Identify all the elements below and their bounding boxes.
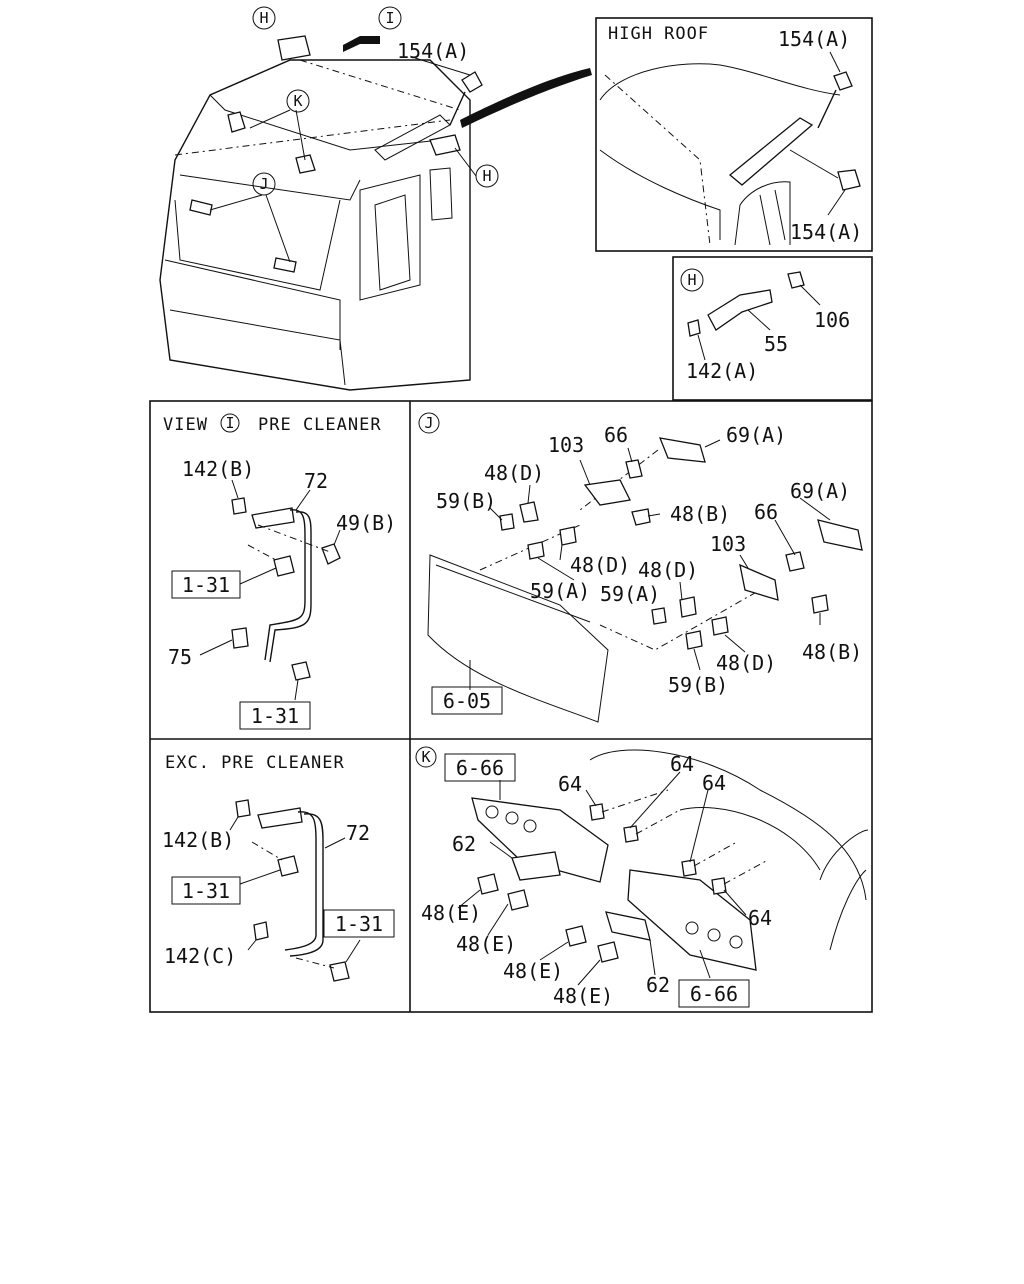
label-154a-main: 154(A) xyxy=(397,39,469,63)
k-ref-666-top: 6-66 xyxy=(444,753,516,782)
k-label-48e-1: 48(E) xyxy=(421,901,481,925)
svg-text:VIEW: VIEW xyxy=(163,415,208,435)
svg-text:PRE CLEANER: PRE CLEANER xyxy=(258,415,382,435)
h-label-142a: 142(A) xyxy=(686,359,758,383)
svg-text:I: I xyxy=(225,414,234,432)
svg-text:H: H xyxy=(687,271,696,289)
svg-text:1-31: 1-31 xyxy=(182,879,230,903)
j-label-48d-right: 48(D) xyxy=(638,558,698,582)
j-label-66-right: 66 xyxy=(754,500,778,524)
exc-ref-131-left: 1-31 xyxy=(171,876,241,905)
svg-text:6-66: 6-66 xyxy=(690,982,738,1006)
j-label-48b-bottom: 48(B) xyxy=(802,640,862,664)
svg-text:K: K xyxy=(421,748,430,766)
view-i-ref-131-bottom: 1-31 xyxy=(239,701,311,730)
j-label-48d-mid: 48(D) xyxy=(570,553,630,577)
svg-text:1-31: 1-31 xyxy=(335,912,383,936)
j-label-48d-top: 48(D) xyxy=(484,461,544,485)
svg-text:J: J xyxy=(259,175,268,193)
callout-h-main: H xyxy=(475,164,499,188)
exc-label-142b: 142(B) xyxy=(162,828,234,852)
view-i-ref-131-top: 1-31 xyxy=(171,570,241,599)
view-i-label-75: 75 xyxy=(168,645,192,669)
callout-k-main: K xyxy=(286,89,310,113)
exc-title: EXC. PRE CLEANER xyxy=(165,753,345,773)
high-roof-label-154a-bottom: 154(A) xyxy=(790,220,862,244)
j-label-69a-top: 69(A) xyxy=(726,423,786,447)
j-label-59b-left: 59(B) xyxy=(436,489,496,513)
h-detail-frame xyxy=(672,256,873,401)
exc-label-142c: 142(C) xyxy=(164,944,236,968)
k-label-64-c: 64 xyxy=(702,771,726,795)
j-label-48b-mid: 48(B) xyxy=(670,502,730,526)
svg-text:6-66: 6-66 xyxy=(456,756,504,780)
callout-h-detail: H xyxy=(680,268,704,292)
exc-illustration xyxy=(229,799,361,982)
view-i-illustration xyxy=(199,479,341,701)
j-label-103-left: 103 xyxy=(548,433,584,457)
svg-text:1-31: 1-31 xyxy=(182,573,230,597)
j-label-69a-right: 69(A) xyxy=(790,479,850,503)
j-ref-605: 6-05 xyxy=(431,686,503,715)
view-i-label-72: 72 xyxy=(304,469,328,493)
callout-i-top: I xyxy=(378,6,402,30)
svg-text:J: J xyxy=(424,414,433,432)
callout-k-detail: K xyxy=(415,746,437,768)
k-label-62-left: 62 xyxy=(452,832,476,856)
main-cab-illustration xyxy=(159,35,592,391)
high-roof-illustration xyxy=(599,51,861,246)
j-detail-illustration xyxy=(427,437,863,723)
lower-panel-grid xyxy=(149,400,873,1013)
j-label-48d-bottom: 48(D) xyxy=(716,651,776,675)
high-roof-title: HIGH ROOF xyxy=(608,24,709,44)
k-label-62-bottom: 62 xyxy=(646,973,670,997)
k-label-64-d: 64 xyxy=(748,906,772,930)
j-label-59a-left: 59(A) xyxy=(530,579,590,603)
high-roof-label-154a-top: 154(A) xyxy=(778,27,850,51)
k-ref-666-bottom: 6-66 xyxy=(678,979,750,1008)
high-roof-frame xyxy=(595,17,873,252)
k-label-64-b: 64 xyxy=(670,752,694,776)
k-label-64-a: 64 xyxy=(558,772,582,796)
j-label-103-right: 103 xyxy=(710,532,746,556)
exc-label-72: 72 xyxy=(346,821,370,845)
h-detail-illustration xyxy=(687,271,821,361)
h-label-106: 106 xyxy=(814,308,850,332)
j-label-59b-bottom: 59(B) xyxy=(668,673,728,697)
k-label-48e-3: 48(E) xyxy=(503,959,563,983)
k-detail-illustration xyxy=(457,749,869,986)
svg-text:H: H xyxy=(259,9,268,27)
view-i-label-49b: 49(B) xyxy=(336,511,396,535)
svg-text:H: H xyxy=(482,167,491,185)
view-i-title: VIEW I PRE CLEANER xyxy=(163,413,382,435)
view-i-label-142b: 142(B) xyxy=(182,457,254,481)
k-label-48e-4: 48(E) xyxy=(553,984,613,1008)
h-label-55: 55 xyxy=(764,332,788,356)
callout-j-main: J xyxy=(252,172,276,196)
svg-text:I: I xyxy=(385,9,394,27)
exc-ref-131-right: 1-31 xyxy=(323,909,395,938)
svg-text:6-05: 6-05 xyxy=(443,689,491,713)
svg-text:1-31: 1-31 xyxy=(251,704,299,728)
svg-text:K: K xyxy=(293,92,302,110)
callout-j-detail: J xyxy=(418,412,440,434)
k-label-48e-2: 48(E) xyxy=(456,932,516,956)
callout-h-top: H xyxy=(252,6,276,30)
j-label-59a-right: 59(A) xyxy=(600,582,660,606)
j-label-66-left: 66 xyxy=(604,423,628,447)
